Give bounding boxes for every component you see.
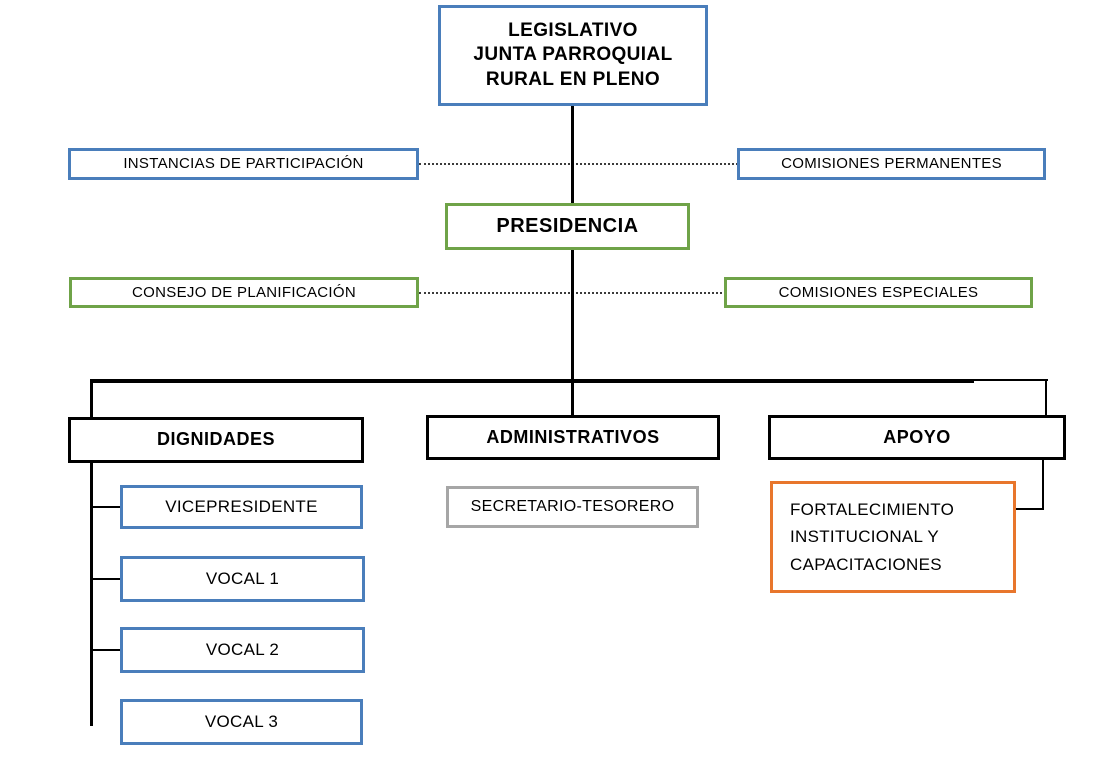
node-presidencia[interactable]: PRESIDENCIA [445,203,690,250]
connector-dignidades-to-vocal-2 [90,649,121,651]
node-administrativos[interactable]: ADMINISTRATIVOS [426,415,720,460]
node-dignidades-label: DIGNIDADES [156,429,275,450]
node-secretario-tesorero[interactable]: SECRETARIO-TESORERO [446,486,699,528]
node-vocal-1[interactable]: VOCAL 1 [120,556,365,602]
connector-apoyo-spine [1042,459,1044,509]
connector-dignidades-to-vicepresidente [90,506,121,508]
node-apoyo-label: APOYO [883,426,951,447]
node-vocal-2[interactable]: VOCAL 2 [120,627,365,673]
node-legislativo[interactable]: LEGISLATIVO JUNTA PARROQUIAL RURAL EN PL… [438,5,708,106]
node-vocal-1-label: VOCAL 1 [205,569,280,589]
connector-presidencia-to-bar [571,250,574,382]
connector-distribution-bar [90,379,974,383]
node-comisiones-permanentes-label: COMISIONES PERMANENTES [781,155,1002,173]
node-fortalecimiento-institucional[interactable]: FORTALECIMIENTO INSTITUCIONAL Y CAPACITA… [770,481,1016,593]
node-administrativos-label: ADMINISTRATIVOS [486,426,660,447]
node-consejo-planificacion[interactable]: CONSEJO DE PLANIFICACIÓN [69,277,419,308]
connector-dignidades-to-vocal-1 [90,578,121,580]
connector-distribution-bar-right-extension [972,379,1048,381]
node-instancias-participacion[interactable]: INSTANCIAS DE PARTICIPACIÓN [68,148,419,180]
connector-bar-to-apoyo [1045,379,1047,417]
node-instancias-participacion-label: INSTANCIAS DE PARTICIPACIÓN [123,155,364,173]
node-fortalecimiento-institucional-label: FORTALECIMIENTO INSTITUCIONAL Y CAPACITA… [790,500,955,574]
node-legislativo-label: LEGISLATIVO JUNTA PARROQUIAL RURAL EN PL… [473,20,673,90]
node-vicepresidente[interactable]: VICEPRESIDENTE [120,485,363,529]
node-vocal-2-label: VOCAL 2 [205,640,280,660]
node-consejo-planificacion-label: CONSEJO DE PLANIFICACIÓN [132,283,356,301]
connector-bar-to-administrativos [571,379,574,416]
connector-apoyo-to-fortalecimiento [1015,508,1044,510]
node-comisiones-especiales[interactable]: COMISIONES ESPECIALES [724,277,1033,308]
node-vicepresidente-label: VICEPRESIDENTE [165,497,318,517]
node-secretario-tesorero-label: SECRETARIO-TESORERO [470,497,675,515]
connector-bar-to-dignidades [90,379,93,418]
connector-dignidades-spine [90,463,93,726]
connector-dotted-legislative-supports [419,163,738,165]
connector-legislativo-to-presidencia [571,106,574,203]
node-presidencia-label: PRESIDENCIA [496,214,639,237]
node-comisiones-especiales-label: COMISIONES ESPECIALES [778,283,979,301]
node-dignidades[interactable]: DIGNIDADES [68,417,364,463]
node-apoyo[interactable]: APOYO [768,415,1066,460]
node-vocal-3[interactable]: VOCAL 3 [120,699,363,745]
node-vocal-3-label: VOCAL 3 [204,712,279,732]
node-comisiones-permanentes[interactable]: COMISIONES PERMANENTES [737,148,1046,180]
